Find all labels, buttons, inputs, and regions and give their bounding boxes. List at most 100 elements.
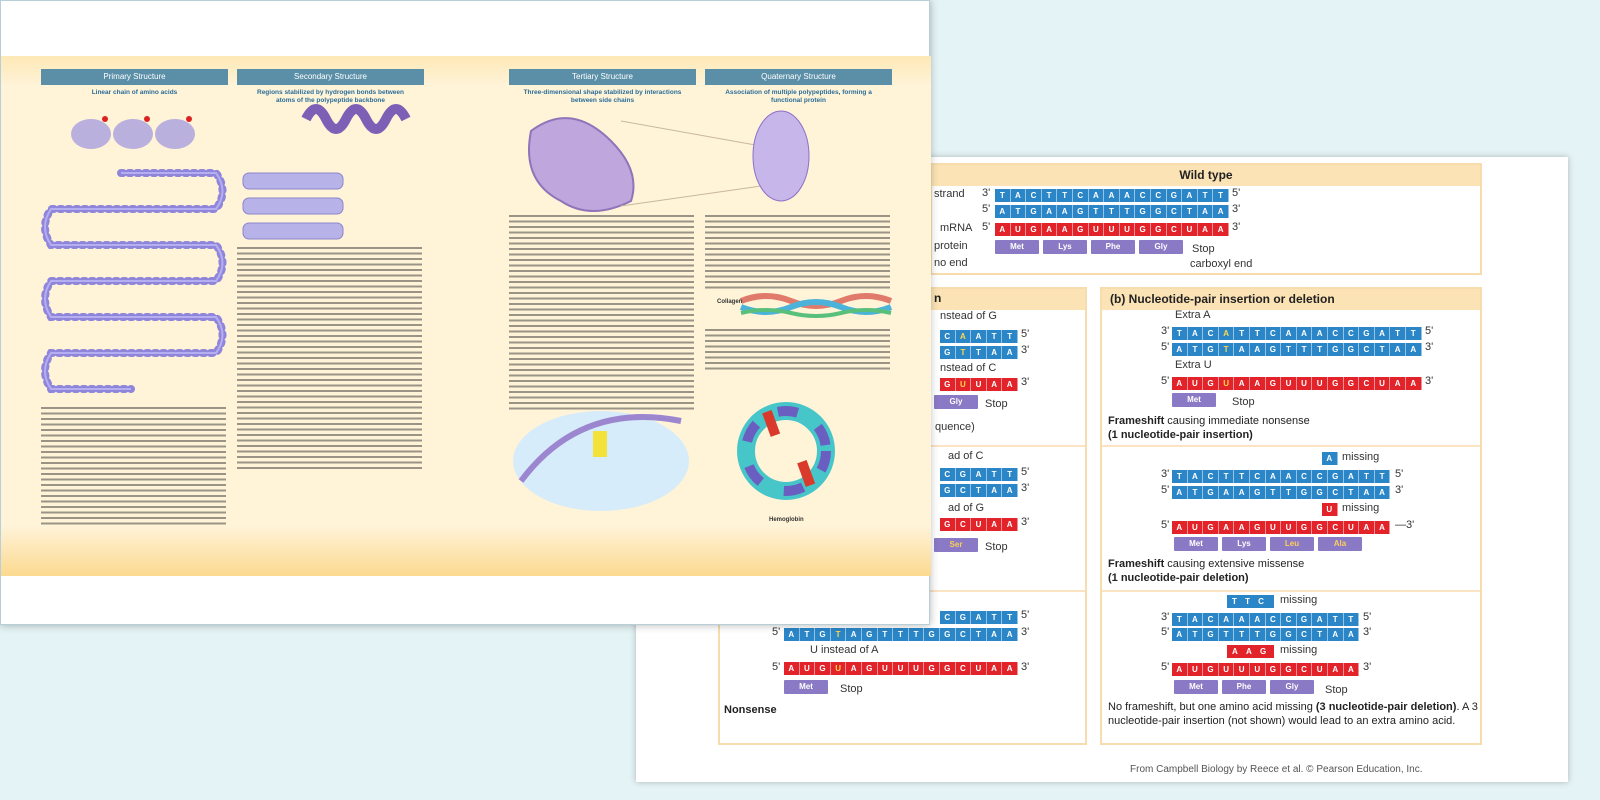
helix-diagram (513, 411, 689, 511)
nucleotide: A (1172, 377, 1188, 390)
nucleotide: A (1187, 470, 1204, 483)
nucleotide: A (1172, 521, 1188, 534)
aag-missing-box: AAG (1227, 645, 1274, 658)
amino-acid: Met (1172, 393, 1216, 407)
quaternary-structure-header: Quaternary Structure (705, 69, 892, 85)
amino-acid: Met (995, 240, 1039, 254)
nucleotide: T (893, 628, 909, 641)
nucleotide: A (1281, 327, 1297, 340)
nucleotide: T (1327, 613, 1344, 626)
nucleotide: A (1172, 486, 1188, 499)
nucleotide: G (1296, 486, 1313, 499)
nucleotide: A (1405, 377, 1422, 390)
amino-acid: Met (1174, 680, 1218, 694)
nucleotide: G (1327, 343, 1344, 356)
nucleotide: T (1172, 327, 1188, 340)
silent-gly-box: Gly (934, 395, 978, 409)
nucleotide: U (971, 518, 987, 531)
nucleotide: T (1041, 189, 1058, 202)
nucleotide: T (1218, 343, 1235, 356)
nucleotide: A (1002, 378, 1018, 391)
nucleotide: A (784, 662, 800, 675)
nucleotide: C (1296, 628, 1313, 641)
nucleotide: G (1072, 223, 1089, 236)
nucleotide: T (1182, 205, 1198, 218)
nucleotide: T (1187, 343, 1204, 356)
amino-end-label: no end (934, 257, 968, 269)
nucleotide: A (1172, 628, 1188, 641)
nucleotide: C (1166, 205, 1183, 218)
nucleotide: C (1343, 327, 1360, 340)
template-strand-label: strand (934, 188, 965, 200)
nucleotide: A (986, 518, 1003, 531)
nucleotide: T (1218, 470, 1235, 483)
nucleotide: A (1359, 521, 1375, 534)
nucleotide: C (1166, 223, 1183, 236)
hemoglobin-body-text (705, 327, 890, 372)
nucleotide: A (846, 662, 862, 675)
nucleotide: A (1213, 205, 1229, 218)
nucleotide: C (955, 628, 972, 641)
nucleotide: A (1187, 327, 1204, 340)
secondary-subtitle: Regions stabilized by hydrogen bonds bet… (257, 89, 404, 104)
nucleotide: T (799, 628, 816, 641)
nucleotide: U (1281, 377, 1297, 390)
nucleotide: A (1057, 205, 1073, 218)
nucleotide: U (1265, 521, 1282, 534)
extra-a-label: Extra A (1175, 309, 1211, 321)
wild-type-title: Wild type (932, 165, 1480, 186)
u-missing-box: U (1322, 503, 1338, 516)
nucleotide: T (1187, 486, 1204, 499)
nucleotide: A (1172, 343, 1188, 356)
mrna-label: mRNA (940, 222, 973, 234)
nucleotide: G (1327, 470, 1344, 483)
nucleotide: T (1281, 486, 1297, 499)
nucleotide: A (1041, 205, 1058, 218)
silent-caption: quence) (935, 421, 975, 433)
nucleotide: G (1312, 486, 1328, 499)
nucleotide: U (971, 662, 987, 675)
nucleotide: T (986, 468, 1003, 481)
nucleotide: T (971, 484, 987, 497)
amino-acid: Lys (1222, 537, 1266, 551)
nucleotide: T (1002, 468, 1018, 481)
quaternary-subtitle: Association of multiple polypeptides, fo… (725, 89, 872, 104)
ttc-missing-box: TTC (1227, 595, 1274, 608)
nucleotide: G (1203, 486, 1219, 499)
secondary-structure-header: Secondary Structure (237, 69, 424, 85)
nucleotide: U (1218, 377, 1235, 390)
nucleotide: C (1203, 613, 1219, 626)
nucleotide: G (1135, 205, 1151, 218)
nucleotide: G (940, 484, 956, 497)
insertion-deletion-title: (b) Nucleotide-pair insertion or deletio… (1102, 289, 1480, 310)
nucleotide: A (1249, 377, 1266, 390)
nucleotide: G (1312, 521, 1328, 534)
nucleotide: C (1359, 343, 1375, 356)
nucleotide: A (1234, 613, 1250, 626)
nucleotide: A (986, 346, 1003, 359)
structure-illustrations (41, 104, 893, 511)
nucleotide: A (1218, 613, 1235, 626)
missense-note-2: ad of G (948, 502, 985, 514)
nucleotide: G (939, 662, 956, 675)
amino-acid: Ala (1318, 537, 1362, 551)
nucleotide: C (1150, 189, 1167, 202)
nucleotide: A (1343, 628, 1360, 641)
nucleotide: T (1119, 205, 1136, 218)
substitution-title: n (934, 291, 942, 305)
nucleotide: G (1203, 628, 1219, 641)
protein-label: protein (934, 240, 968, 252)
nucleotide: A (1119, 189, 1136, 202)
primary-body-text (41, 405, 226, 525)
nonsense-stop: Stop (840, 683, 863, 695)
silent-note-1: nstead of G (940, 310, 997, 322)
nucleotide: G (940, 378, 956, 391)
insertion-protein: Met (1172, 393, 1216, 407)
